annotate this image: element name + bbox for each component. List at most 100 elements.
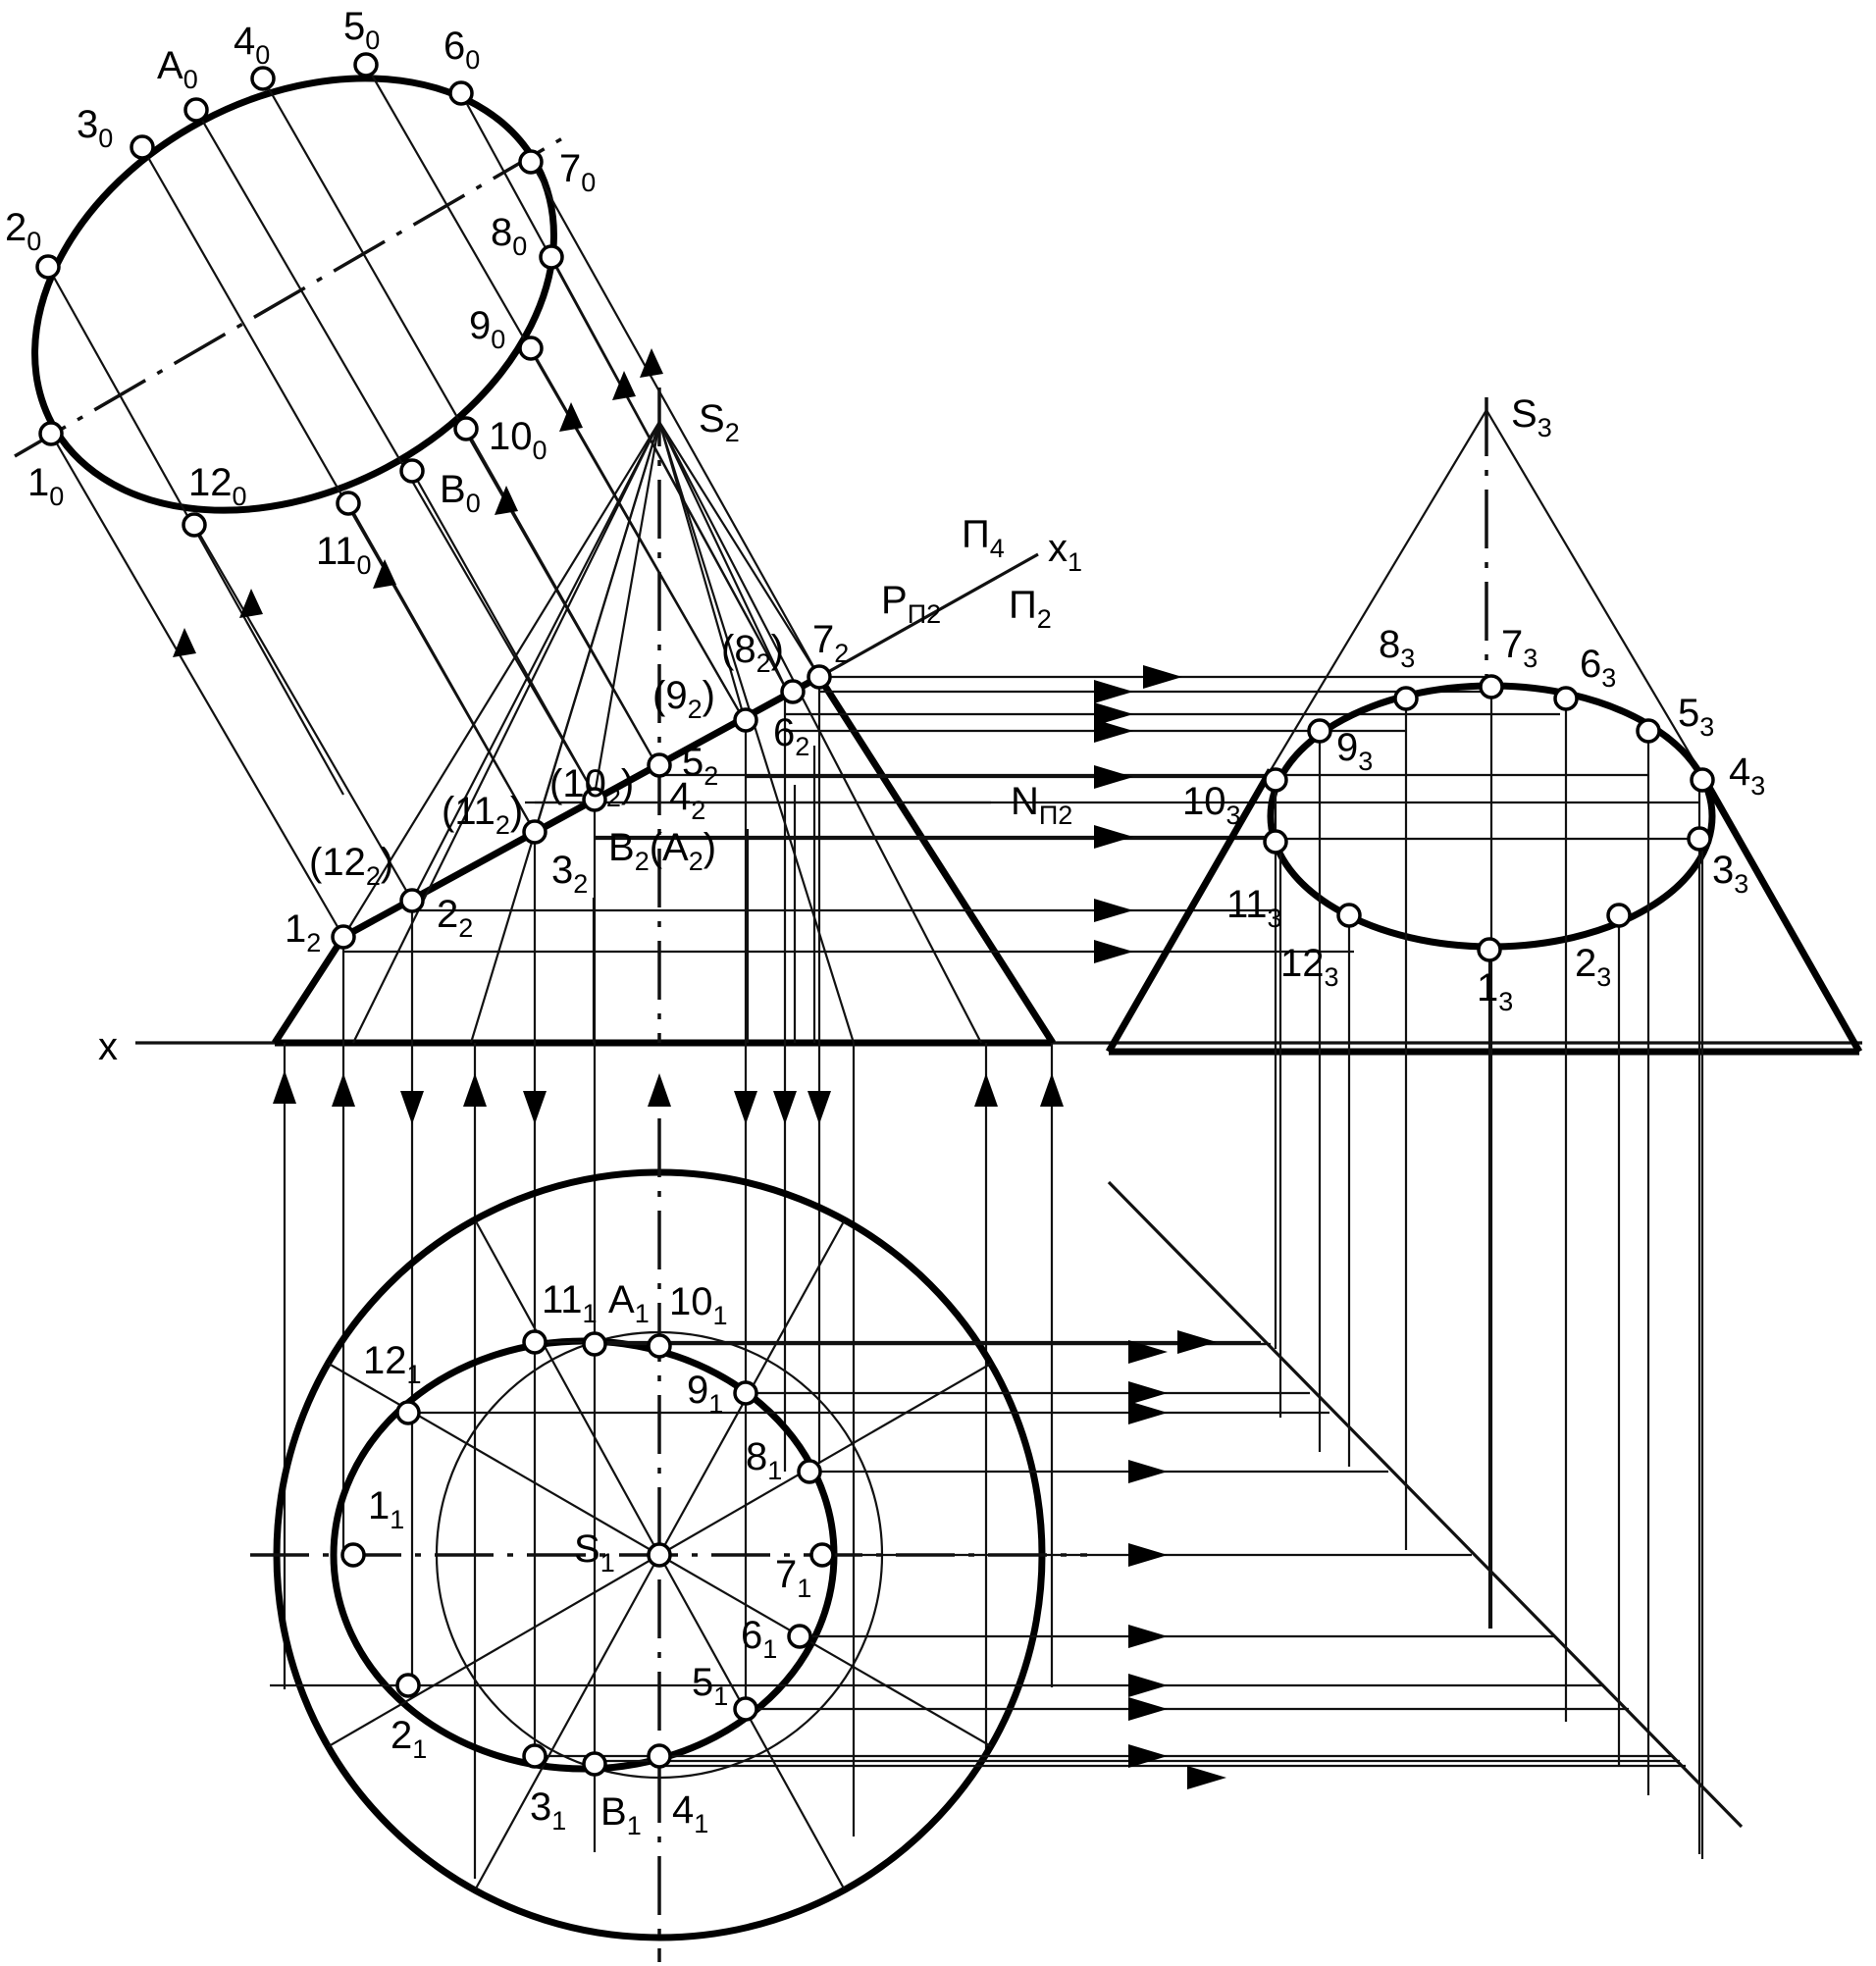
front-view: S2 12 (122) 22 (112) 32 (102) 42 52 (92)… <box>98 388 1862 1879</box>
arrow-head <box>640 348 663 378</box>
label-7-0: 70 <box>559 147 596 197</box>
arrow-head <box>239 589 263 618</box>
point-marker <box>453 416 479 441</box>
point-marker <box>647 752 672 778</box>
transfer-line <box>195 109 596 796</box>
point-marker <box>1690 767 1715 793</box>
label-3-1: 31 <box>530 1785 566 1836</box>
label-5-0: 50 <box>343 5 380 55</box>
label-3-2: 32 <box>551 849 588 899</box>
arrow-head <box>1128 1381 1168 1405</box>
generator-line <box>533 421 661 833</box>
label-2-2: 22 <box>437 893 473 943</box>
label-a-0: A0 <box>157 44 198 94</box>
radial-generator <box>475 1220 660 1556</box>
point-marker <box>539 244 564 270</box>
label-11-3: 113 <box>1226 883 1282 933</box>
label-12-3: 123 <box>1280 942 1339 992</box>
arrow-head <box>1094 765 1133 789</box>
label-6-2: 62 <box>773 711 809 761</box>
cone-generator-upper <box>342 421 660 938</box>
point-marker <box>183 97 209 123</box>
point-marker <box>522 819 547 845</box>
arrow-head <box>808 1091 831 1124</box>
point-marker <box>1393 686 1419 711</box>
point-marker <box>1263 829 1288 854</box>
profile-cone-left <box>1105 768 1275 1054</box>
arrow-head <box>1177 1330 1217 1354</box>
radial-generator <box>658 1554 845 1889</box>
label-9-0: 90 <box>469 304 505 354</box>
point-marker <box>807 664 832 690</box>
label-5-1: 51 <box>692 1661 728 1711</box>
arrow-head <box>974 1073 998 1107</box>
arrow-head <box>1128 1401 1168 1424</box>
cone-generator-right <box>816 675 1056 1045</box>
arrow-head <box>400 1091 424 1124</box>
point-marker <box>787 1624 812 1649</box>
label-9-3: 93 <box>1336 726 1373 776</box>
arrow-head <box>373 559 396 589</box>
label-10-1: 101 <box>669 1280 728 1330</box>
point-marker <box>336 491 361 516</box>
label-a-1: A1 <box>608 1278 650 1328</box>
point-marker <box>1263 767 1288 793</box>
label-1-3: 13 <box>1477 966 1513 1016</box>
label-8-3: 83 <box>1379 623 1415 673</box>
label-4-1: 41 <box>672 1788 708 1838</box>
point-marker <box>1687 826 1712 852</box>
label-2-0: 20 <box>5 206 41 256</box>
constant-line-45 <box>1107 1180 1744 1829</box>
label-b-0: B0 <box>440 468 481 518</box>
arrow-head <box>612 371 636 400</box>
label-1-0: 10 <box>27 461 64 511</box>
arrow-head <box>332 1073 355 1107</box>
arrow-head <box>1094 680 1133 703</box>
point-marker <box>1479 674 1504 699</box>
label-pi4: П4 <box>962 513 1005 563</box>
true-shape-axis <box>14 135 565 458</box>
point-marker <box>797 1459 822 1484</box>
label-7-1: 71 <box>775 1553 811 1603</box>
point-marker <box>518 336 544 361</box>
cone-generator-upper <box>658 421 820 678</box>
point-marker <box>582 787 607 812</box>
arrow-head <box>463 1073 487 1107</box>
label-1-2: 12 <box>285 907 321 957</box>
x1-axis <box>818 552 1039 679</box>
point-marker <box>582 1331 607 1357</box>
point-marker <box>340 1542 366 1568</box>
point-marker <box>1636 718 1661 744</box>
top-view: S1 11 21 31 B1 41 51 61 71 81 91 101 A1 … <box>250 1118 1686 1962</box>
label-12-0: 120 <box>188 461 247 511</box>
label-10-3: 103 <box>1182 780 1241 830</box>
point-marker <box>250 66 276 91</box>
point-marker <box>130 134 155 160</box>
point-marker <box>780 679 806 704</box>
arrow-head <box>1040 1073 1064 1107</box>
arrow-head <box>648 1073 671 1107</box>
radial-generator <box>658 1363 992 1556</box>
label-x: x <box>98 1025 118 1068</box>
arrow-head <box>1094 899 1133 922</box>
label-11-2: (112) <box>442 790 523 840</box>
transfer-line <box>193 524 413 902</box>
arrow-head <box>1094 702 1133 726</box>
label-2-3: 23 <box>1575 942 1611 992</box>
point-marker <box>399 458 425 484</box>
label-11-0: 110 <box>316 530 372 580</box>
label-7-3: 73 <box>1501 623 1537 673</box>
profile-view: S3 13 23 33 43 53 63 73 83 93 103 113 12… <box>1105 392 1863 1859</box>
arrow-head <box>1128 1625 1168 1648</box>
label-6-3: 63 <box>1580 643 1616 693</box>
point-marker <box>522 1743 547 1769</box>
label-12-2: (122) <box>309 841 393 891</box>
label-4-2: 42 <box>669 775 705 825</box>
point-marker <box>647 1743 672 1769</box>
generator-line <box>657 421 748 724</box>
label-b2-a2: B2(A2) <box>608 826 716 876</box>
generator-line <box>593 421 661 796</box>
arrow-head <box>1128 1744 1168 1768</box>
transfer-line <box>365 64 747 724</box>
label-5-3: 53 <box>1678 692 1714 742</box>
